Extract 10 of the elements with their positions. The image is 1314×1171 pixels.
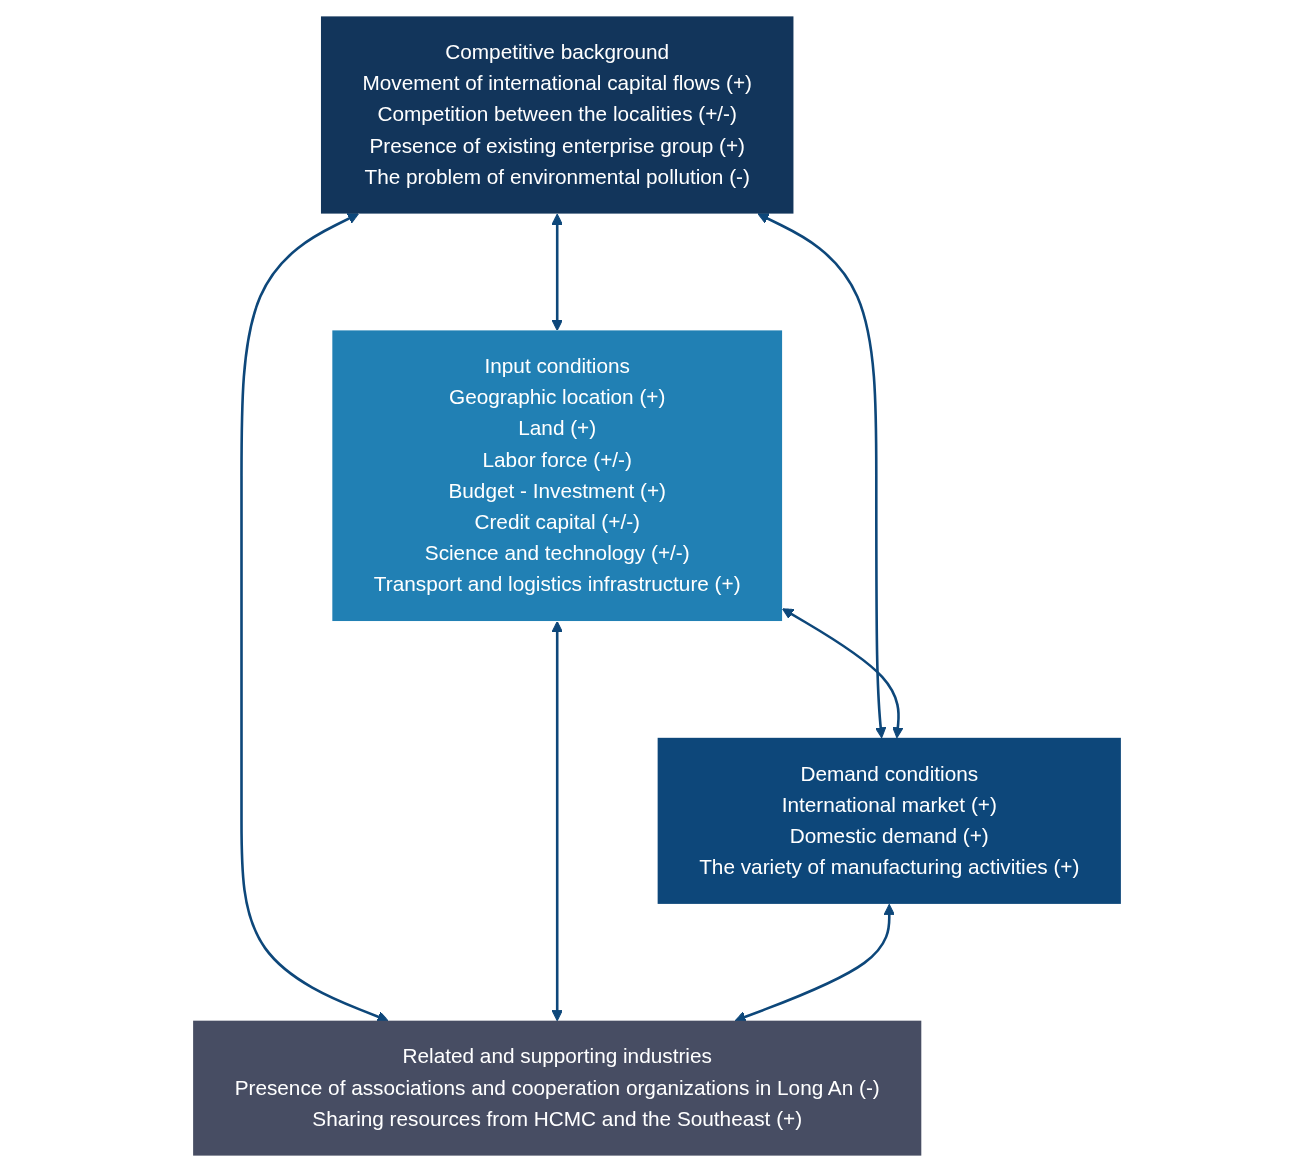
node-box: Related and supporting industries Presence of associations and cooperation organizations in Long An (-) Sharing resources from HCMC and the Southeast (+) [193,1020,922,1156]
arrow [240,212,389,1022]
node-box: Demand conditions International market (+) Domestic demand (+) The variety of manufacturing activities (+) [657,737,1121,904]
arrow [782,607,904,738]
arrow [551,620,563,1021]
node-box: Competitive background Movement of international capital flows (+) Competition between the localities (+/-) Presence of existing enterprise group (+) The problem of environmental pollution (-) [320,15,794,214]
arrow [734,903,895,1022]
arrow [551,213,563,331]
node-box: Input conditions Geographic location (+) Land (+) Labor force (+/-) Budget - Investment (+) Credit capital (+/-) Science and technology (+/-) Transport and logistics infrastructure (+) [332,329,783,621]
arrow [757,212,887,738]
